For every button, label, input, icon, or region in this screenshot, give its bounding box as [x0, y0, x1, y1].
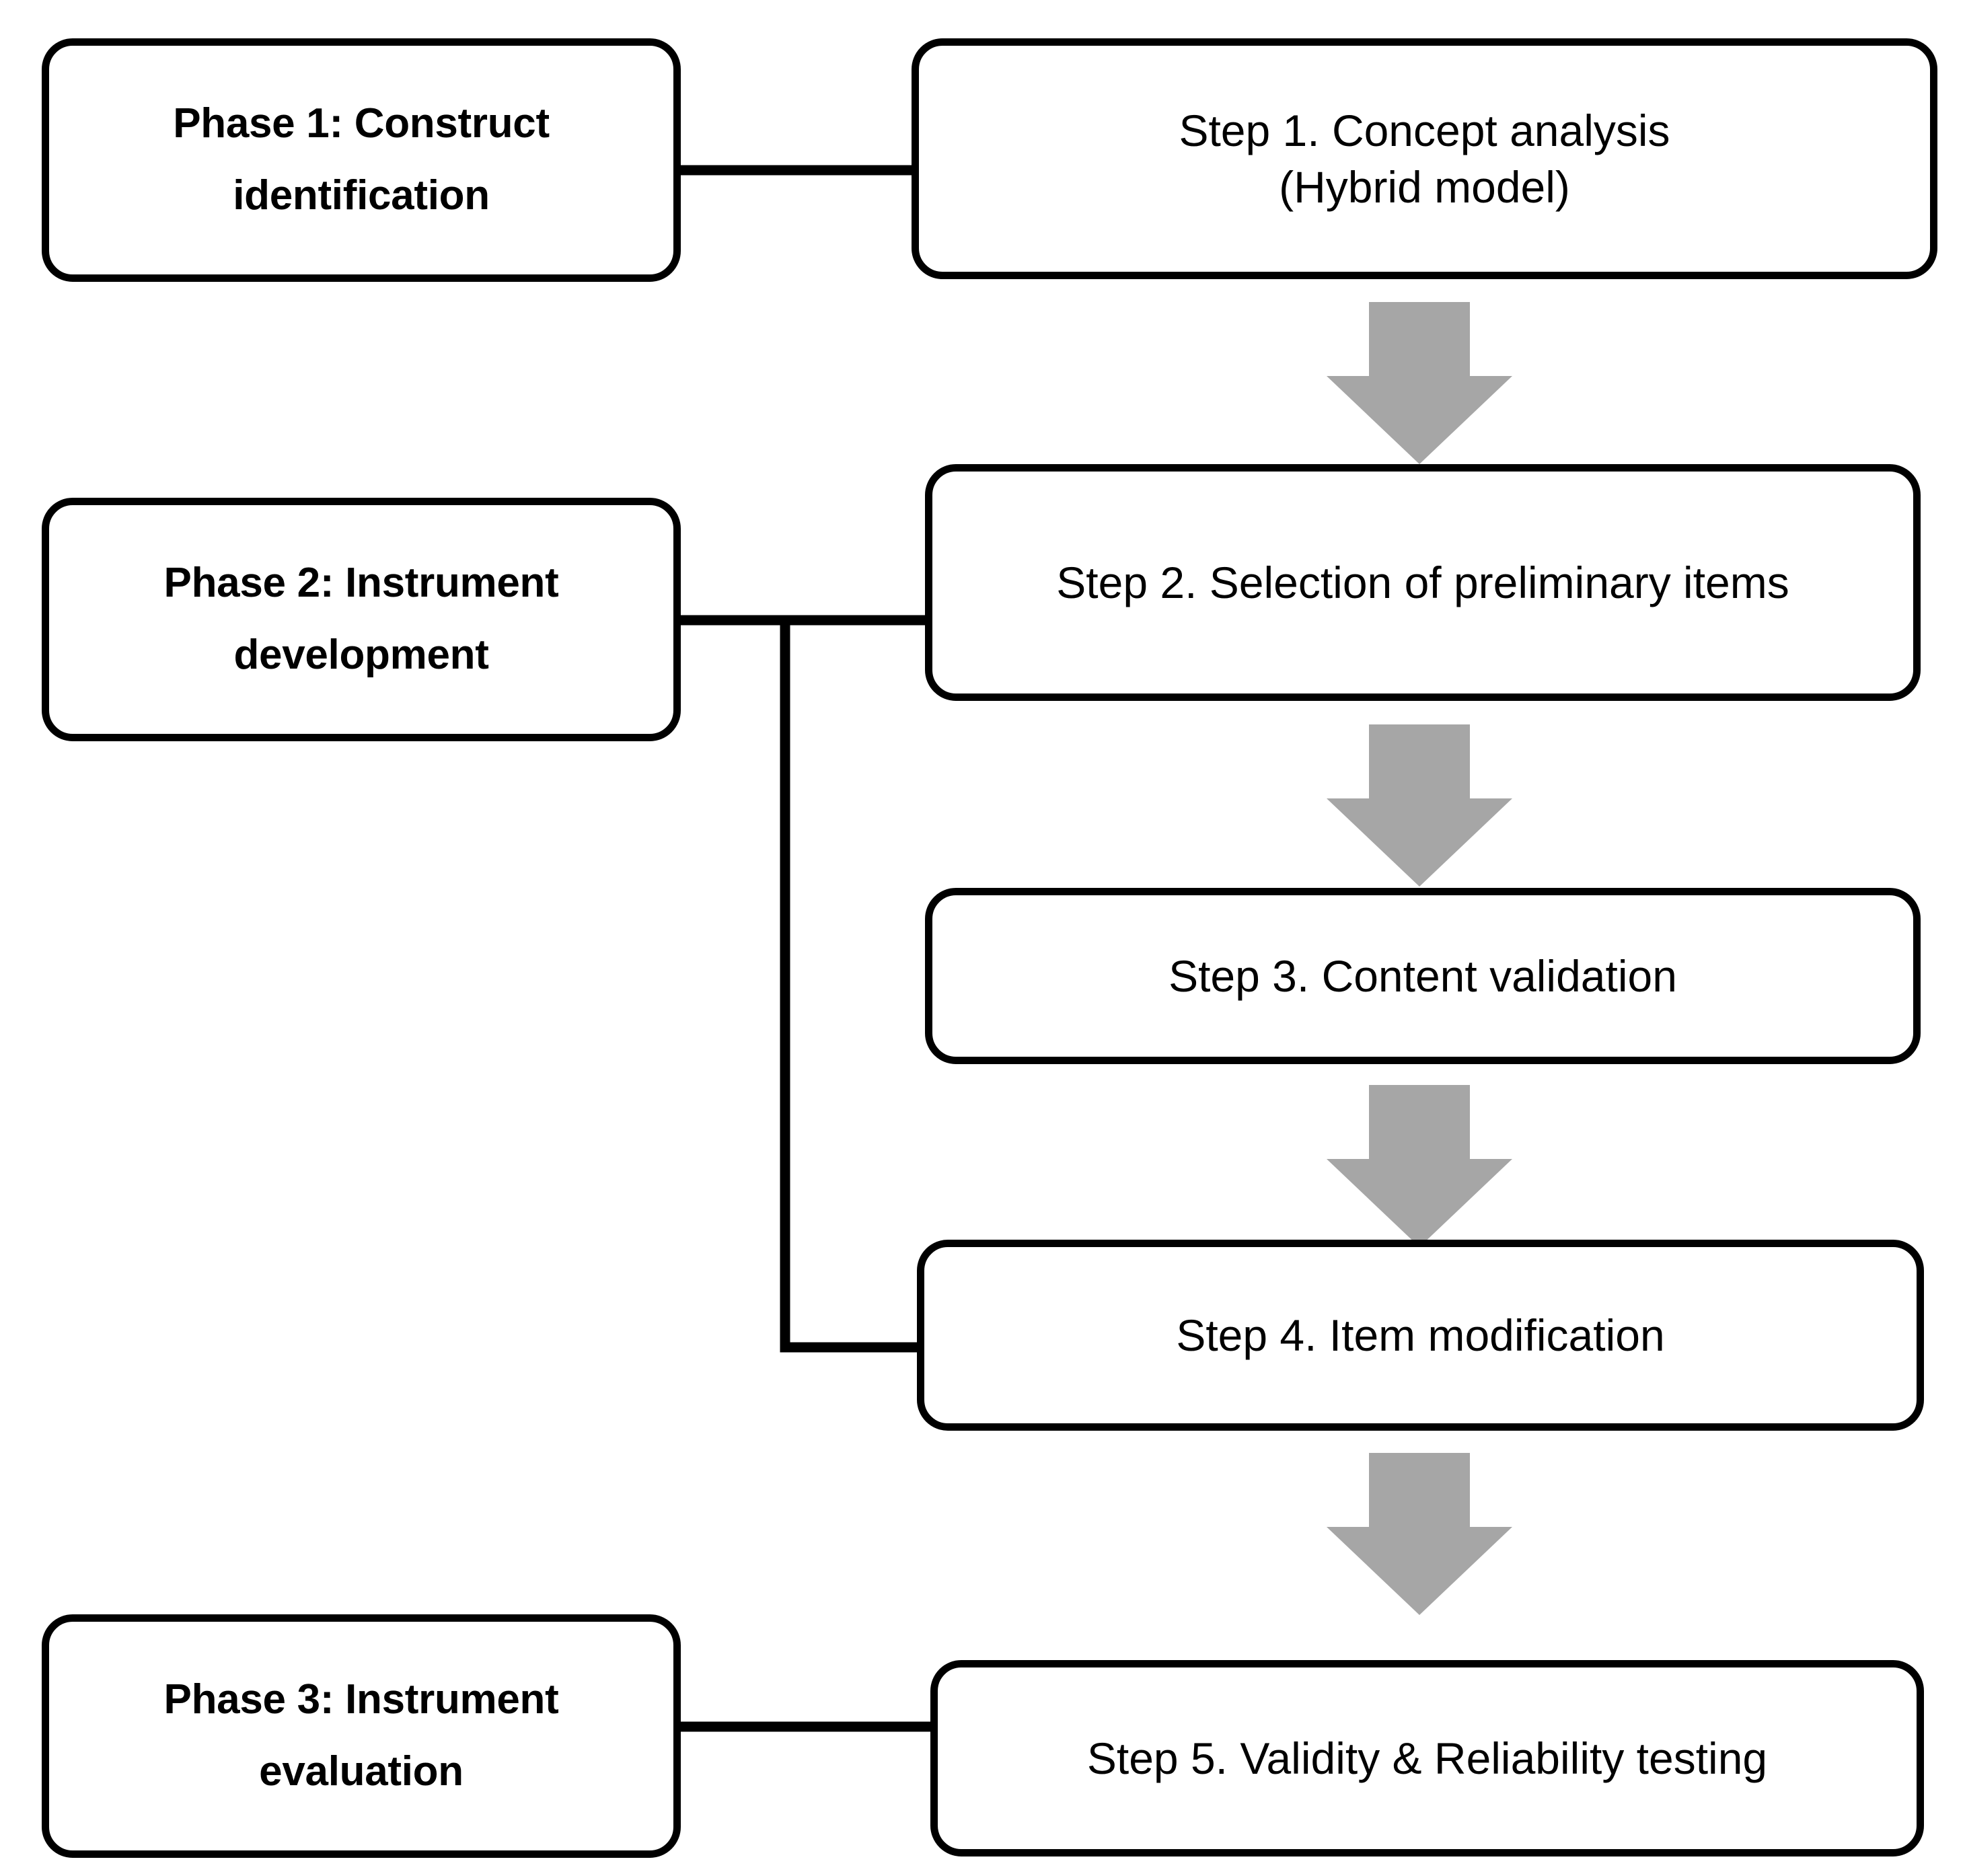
phase-label-phase3: Phase 3: Instrument evaluation	[163, 1676, 559, 1795]
phase-box-phase2[interactable]: Phase 2: Instrument development	[42, 498, 681, 741]
phase-label-phase2: Phase 2: Instrument development	[163, 560, 559, 678]
phase-box-phase3[interactable]: Phase 3: Instrument evaluation	[42, 1614, 681, 1858]
phase-label-phase1: Phase 1: Construct identification	[173, 100, 550, 219]
step-box-step2[interactable]: Step 2. Selection of preliminary items	[925, 464, 1921, 701]
step-box-step5[interactable]: Step 5. Validity & Reliability testing	[930, 1660, 1924, 1856]
step-label-step1: Step 1. Concept analysis (Hybrid model)	[1179, 105, 1670, 212]
arrow-step1-to-step2-icon	[1327, 302, 1512, 464]
step-label-step3: Step 3. Content validation	[1169, 950, 1677, 1001]
step-label-step5: Step 5. Validity & Reliability testing	[1086, 1733, 1768, 1783]
arrow-step3-to-step4-icon	[1327, 1085, 1512, 1247]
step-label-step2: Step 2. Selection of preliminary items	[1056, 557, 1789, 607]
connector-phase2-to-step4	[780, 620, 921, 1353]
step-box-step3[interactable]: Step 3. Content validation	[925, 888, 1921, 1064]
step-label-step4: Step 4. Item modification	[1176, 1310, 1665, 1360]
phase-box-phase1[interactable]: Phase 1: Construct identification	[42, 38, 681, 282]
step-box-step1[interactable]: Step 1. Concept analysis (Hybrid model)	[912, 38, 1937, 279]
step-box-step4[interactable]: Step 4. Item modification	[917, 1240, 1924, 1431]
arrow-step2-to-step3-icon	[1327, 724, 1512, 887]
arrow-step4-to-step5-icon	[1327, 1453, 1512, 1615]
